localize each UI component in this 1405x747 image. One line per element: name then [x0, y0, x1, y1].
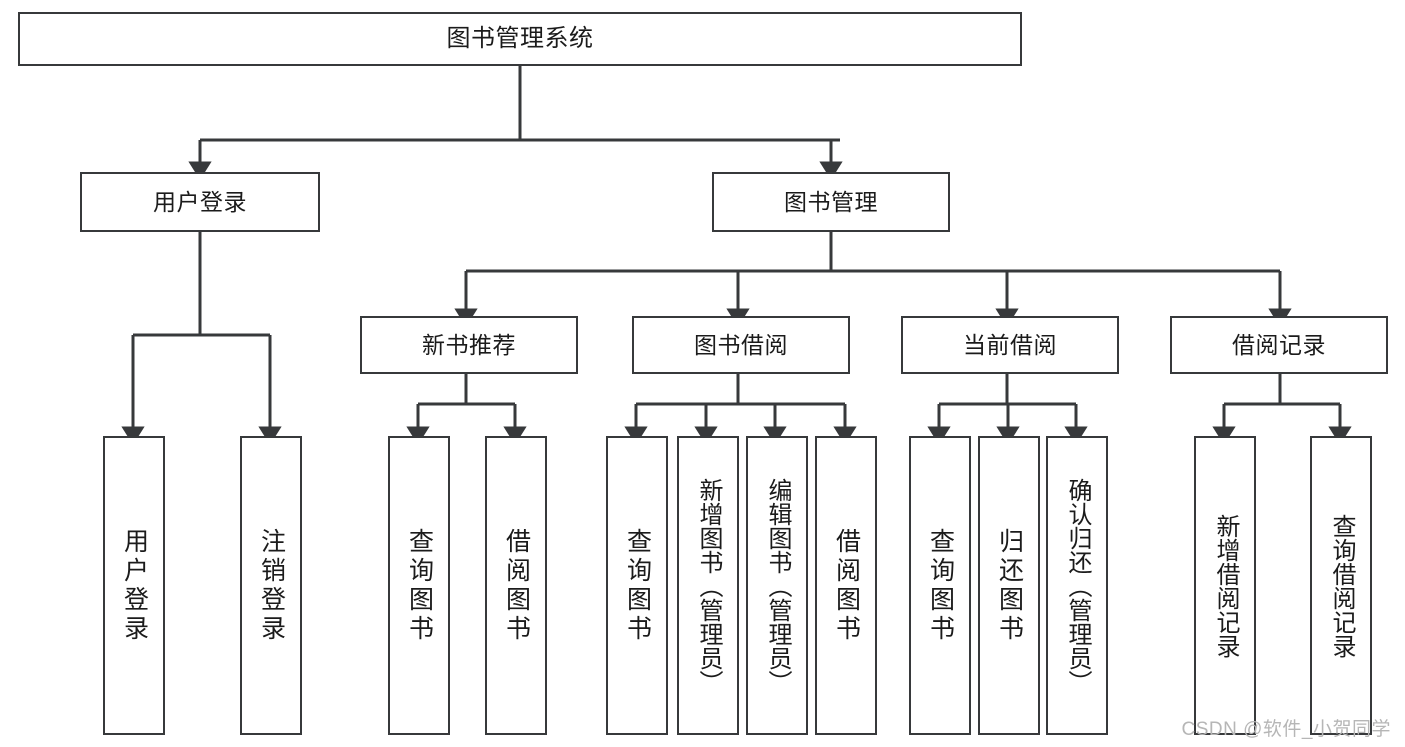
leaf-bb-borrow-book[interactable]: 借阅图书: [815, 436, 877, 735]
node-book-borrow[interactable]: 图书借阅: [632, 316, 850, 374]
node-current-borrow-label: 当前借阅: [963, 331, 1057, 358]
leaf-cb-query-book-label: 查询图书: [926, 527, 955, 644]
leaf-br-query-record-label: 查询借阅记录: [1328, 513, 1355, 658]
leaf-bb-add-book[interactable]: 新增图书（管理员）: [677, 436, 739, 735]
node-current-borrow[interactable]: 当前借阅: [901, 316, 1119, 374]
leaf-bb-query-book-label: 查询图书: [623, 527, 652, 644]
leaf-cb-confirm-return-label: 确认归还（管理员）: [1064, 477, 1091, 694]
node-new-book-recommend[interactable]: 新书推荐: [360, 316, 578, 374]
leaf-bb-borrow-book-label: 借阅图书: [832, 527, 861, 644]
node-user-login-label: 用户登录: [153, 188, 247, 215]
node-root[interactable]: 图书管理系统: [18, 12, 1022, 66]
leaf-user-login[interactable]: 用户登录: [103, 436, 165, 735]
leaf-br-add-record[interactable]: 新增借阅记录: [1194, 436, 1256, 735]
node-borrow-record[interactable]: 借阅记录: [1170, 316, 1388, 374]
leaf-user-login-label: 用户登录: [120, 527, 149, 644]
watermark-text: CSDN @软件_小贺同学: [1181, 719, 1391, 740]
node-new-book-recommend-label: 新书推荐: [422, 331, 516, 358]
leaf-br-add-record-label: 新增借阅记录: [1212, 513, 1239, 658]
leaf-cb-return-book[interactable]: 归还图书: [978, 436, 1040, 735]
leaf-bb-edit-book[interactable]: 编辑图书（管理员）: [746, 436, 808, 735]
leaf-logout[interactable]: 注销登录: [240, 436, 302, 735]
node-book-borrow-label: 图书借阅: [694, 331, 788, 358]
leaf-cb-confirm-return[interactable]: 确认归还（管理员）: [1046, 436, 1108, 735]
leaf-nb-query-book-label: 查询图书: [405, 527, 434, 644]
node-borrow-record-label: 借阅记录: [1232, 331, 1326, 358]
leaf-bb-edit-book-label: 编辑图书（管理员）: [764, 477, 791, 694]
leaf-cb-return-book-label: 归还图书: [995, 527, 1024, 644]
leaf-bb-query-book[interactable]: 查询图书: [606, 436, 668, 735]
leaf-nb-query-book[interactable]: 查询图书: [388, 436, 450, 735]
node-user-login[interactable]: 用户登录: [80, 172, 320, 232]
leaf-br-query-record[interactable]: 查询借阅记录: [1310, 436, 1372, 735]
leaf-bb-add-book-label: 新增图书（管理员）: [695, 477, 722, 694]
node-book-management-label: 图书管理: [784, 188, 878, 215]
leaf-nb-borrow-book-label: 借阅图书: [502, 527, 531, 644]
leaf-nb-borrow-book[interactable]: 借阅图书: [485, 436, 547, 735]
node-book-management[interactable]: 图书管理: [712, 172, 950, 232]
leaf-logout-label: 注销登录: [257, 527, 286, 644]
leaf-cb-query-book[interactable]: 查询图书: [909, 436, 971, 735]
node-root-label: 图书管理系统: [446, 25, 594, 53]
